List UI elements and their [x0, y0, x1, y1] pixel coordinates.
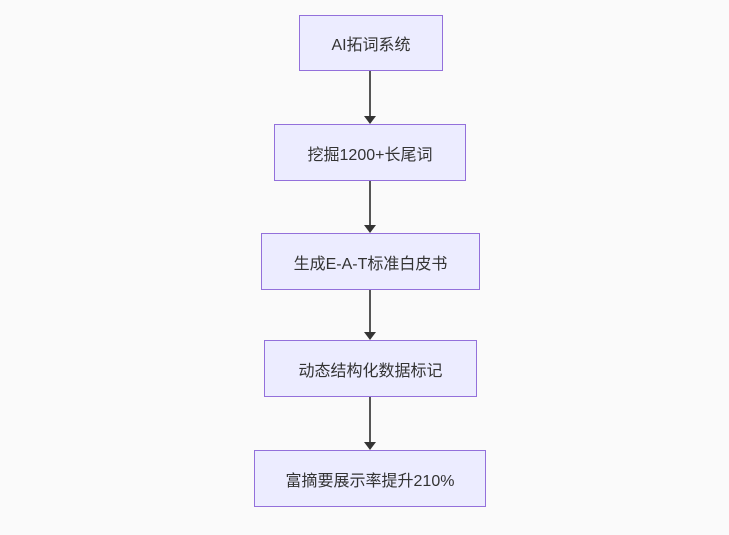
flow-node-mine-longtail-keywords: 挖掘1200+长尾词 — [274, 124, 466, 181]
edge-line-3-4 — [369, 290, 371, 332]
edge-line-1-2 — [369, 71, 371, 116]
edge-line-4-5 — [369, 397, 371, 442]
arrow-down-icon — [364, 442, 376, 450]
flow-node-rich-snippet-rate-increase: 富摘要展示率提升210% — [254, 450, 486, 507]
arrow-down-icon — [364, 332, 376, 340]
flow-node-generate-eat-whitepaper: 生成E-A-T标准白皮书 — [261, 233, 480, 290]
flow-node-dynamic-structured-data-markup: 动态结构化数据标记 — [264, 340, 477, 397]
arrow-down-icon — [364, 225, 376, 233]
edge-line-2-3 — [369, 181, 371, 225]
arrow-down-icon — [364, 116, 376, 124]
flow-node-ai-word-expansion-system: AI拓词系统 — [299, 15, 443, 71]
